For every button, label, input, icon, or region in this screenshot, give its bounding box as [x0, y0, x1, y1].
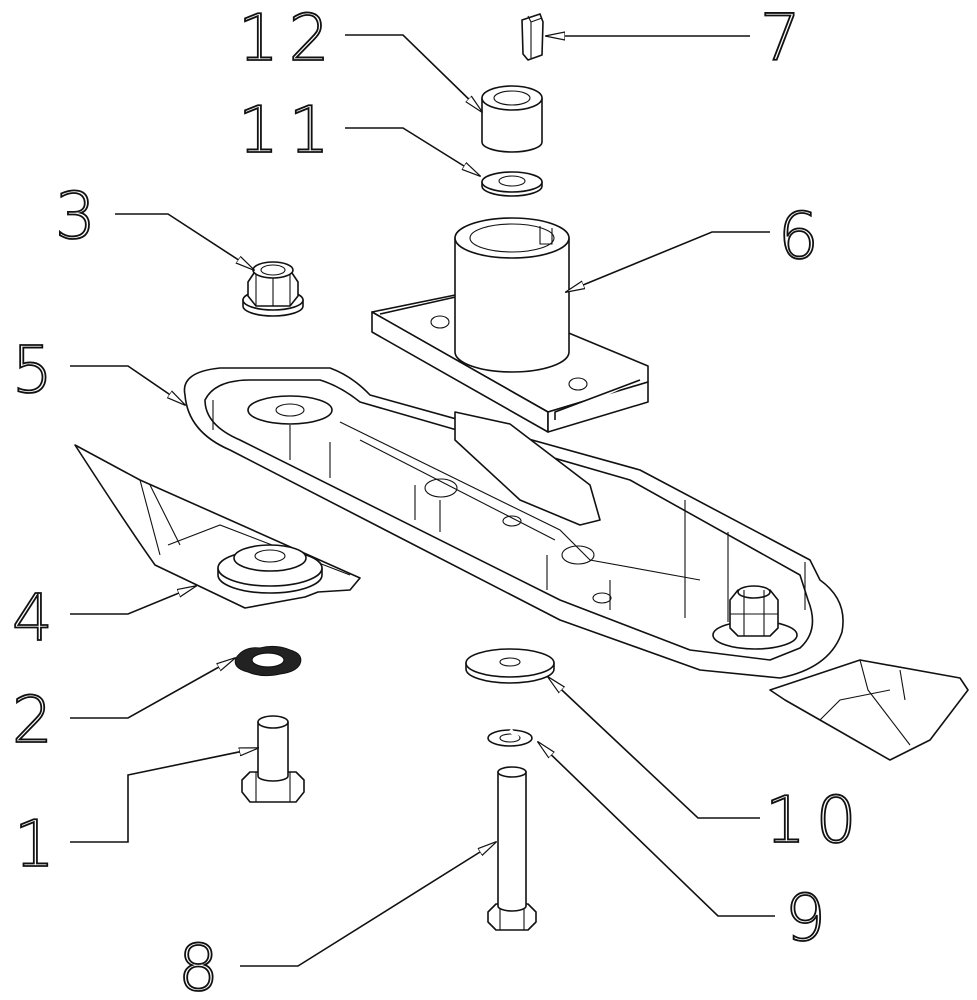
part-3-flange-nut	[242, 261, 304, 317]
callout-7: 7	[760, 2, 811, 76]
leader-2	[70, 658, 235, 719]
callout-3: 3	[55, 180, 106, 254]
callout-9: 9	[785, 882, 836, 956]
part-11-washer	[481, 171, 543, 197]
part-4-blade-end-right	[769, 659, 969, 761]
callout-4: 4	[12, 582, 63, 656]
leader-4	[70, 586, 196, 615]
leader-6	[566, 231, 770, 292]
part-6-hub-bracket	[371, 217, 649, 433]
leader-3	[115, 213, 254, 270]
callout-6: 6	[778, 200, 829, 274]
callout-11: 11	[238, 94, 339, 168]
leader-8	[240, 842, 496, 967]
callout-8: 8	[178, 932, 229, 1000]
leader-lines	[70, 34, 775, 967]
part-5-blade-holder	[183, 367, 844, 679]
leader-10	[548, 677, 760, 819]
part-4-blade	[74, 444, 361, 609]
part-7-key	[521, 13, 544, 61]
leader-5	[70, 365, 185, 405]
callout-1: 1	[14, 808, 65, 882]
callout-2: 2	[12, 684, 63, 758]
leader-9	[538, 742, 775, 917]
callout-numbers: 1 2 3 4 5 6 7 8 9 10 11 12	[11, 1, 866, 1000]
callout-10: 10	[765, 784, 866, 858]
part-2-wave-washer	[234, 645, 302, 677]
leader-12	[345, 34, 482, 112]
callout-12: 12	[238, 2, 339, 76]
callout-5: 5	[12, 334, 63, 408]
part-8-long-bolt	[487, 766, 537, 931]
part-10-washer	[465, 648, 555, 684]
part-9-spring-washer	[487, 728, 533, 747]
part-1-bolt	[241, 715, 305, 803]
part-12-spacer-sleeve	[481, 85, 543, 153]
leader-1	[70, 748, 258, 843]
leader-11	[345, 127, 480, 176]
